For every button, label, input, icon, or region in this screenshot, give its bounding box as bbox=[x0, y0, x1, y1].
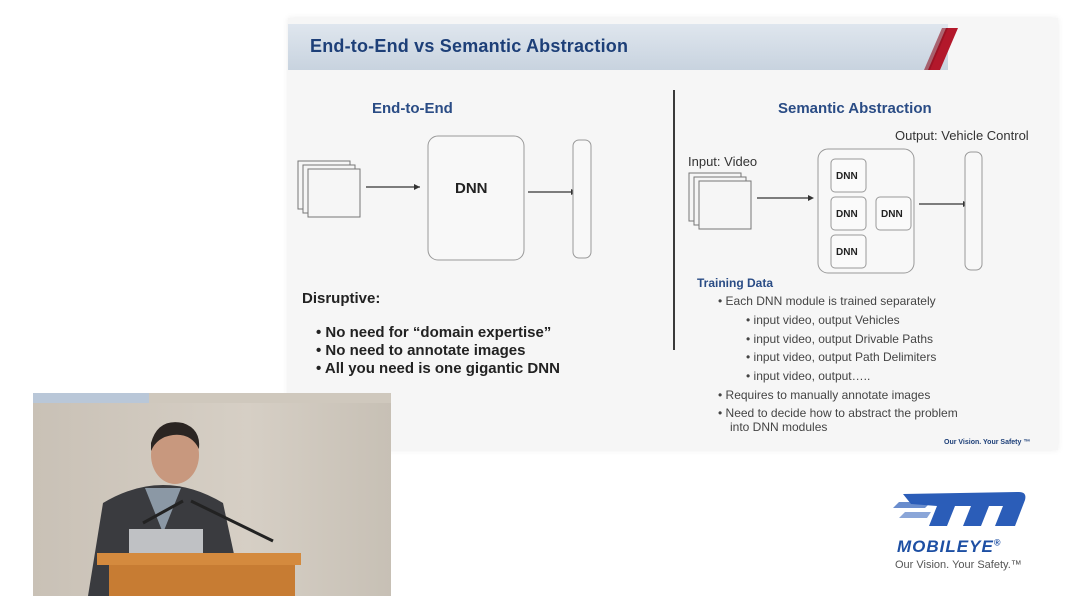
bullet-item: • No need for “domain expertise” bbox=[316, 324, 552, 341]
training-item: • Need to decide how to abstract the pro… bbox=[718, 406, 958, 420]
podium-top bbox=[97, 553, 301, 565]
stacked-frames-icon bbox=[688, 172, 752, 230]
dnn-module-label: DNN bbox=[836, 209, 858, 220]
slide-header: End-to-End vs Semantic Abstraction bbox=[288, 24, 948, 70]
slide-tagline: Our Vision. Your Safety ™ bbox=[944, 439, 1031, 446]
training-data-title: Training Data bbox=[697, 276, 774, 290]
output-bar bbox=[964, 151, 983, 271]
training-item-continuation: into DNN modules bbox=[730, 420, 828, 434]
bullet-text: No need to annotate images bbox=[325, 342, 526, 359]
mobileye-m-logo-icon bbox=[893, 492, 1026, 526]
input-label: Input: Video bbox=[688, 154, 758, 169]
laptop bbox=[129, 529, 203, 555]
dnn-module bbox=[875, 196, 912, 231]
training-subitem: • input video, output….. bbox=[746, 369, 871, 383]
training-subitem: • input video, output Path Delimiters bbox=[746, 350, 937, 364]
training-subitem: • input video, output Drivable Paths bbox=[746, 332, 933, 346]
dnn-module-label: DNN bbox=[836, 247, 858, 258]
slide: End-to-End vs Semantic Abstraction End-t… bbox=[288, 18, 1058, 450]
training-subitem: • input video, output Vehicles bbox=[746, 313, 900, 327]
mobileye-tagline: Our Vision. Your Safety.™ bbox=[895, 559, 1022, 571]
video-top-bar bbox=[33, 393, 149, 403]
output-label: Output: Vehicle Control bbox=[895, 128, 1029, 143]
stacked-frames-icon bbox=[297, 160, 361, 218]
dnn-box bbox=[427, 135, 525, 261]
dnn-label: DNN bbox=[455, 180, 488, 197]
dnn-module bbox=[830, 158, 867, 193]
slide-title: End-to-End vs Semantic Abstraction bbox=[310, 36, 629, 56]
semantic-abstraction-title: Semantic Abstraction bbox=[778, 100, 932, 117]
bullet-item: • All you need is one gigantic DNN bbox=[316, 360, 560, 377]
output-bar bbox=[572, 139, 592, 259]
dnn-module-label: DNN bbox=[836, 171, 858, 182]
speaker-illustration bbox=[88, 422, 301, 596]
disruptive-label: Disruptive: bbox=[302, 290, 381, 307]
mobileye-wordmark: MOBILEYE® bbox=[897, 537, 1002, 556]
dnn-module bbox=[830, 196, 867, 231]
bullet-text: All you need is one gigantic DNN bbox=[324, 360, 560, 377]
training-item: • Requires to manually annotate images bbox=[718, 388, 931, 402]
red-swoosh-icon bbox=[924, 28, 958, 70]
end-to-end-title: End-to-End bbox=[372, 100, 453, 117]
podium-body bbox=[109, 565, 295, 596]
dnn-module-label: DNN bbox=[881, 209, 903, 220]
bullet-item: • No need to annotate images bbox=[316, 342, 526, 359]
bullet-text: No need for “domain expertise” bbox=[325, 324, 552, 341]
column-divider bbox=[673, 90, 675, 350]
training-item: • Each DNN module is trained separately bbox=[718, 294, 936, 308]
semantic-diagram bbox=[688, 148, 983, 274]
dnn-module bbox=[830, 234, 867, 269]
speaker-video bbox=[33, 393, 391, 596]
end-to-end-diagram bbox=[297, 135, 592, 261]
